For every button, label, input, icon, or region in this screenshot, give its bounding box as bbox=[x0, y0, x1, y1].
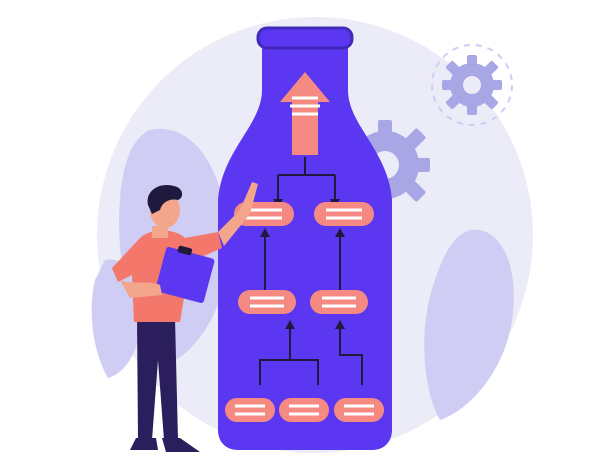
arrowhead-icon bbox=[260, 199, 345, 329]
flowchart-node bbox=[310, 290, 368, 314]
person bbox=[112, 182, 258, 452]
arrow-up-icon bbox=[280, 72, 330, 155]
person-hand bbox=[120, 280, 162, 298]
gear-icon bbox=[442, 55, 502, 115]
bottle bbox=[218, 44, 392, 450]
flowchart-node bbox=[314, 202, 374, 226]
flowchart-node bbox=[238, 290, 296, 314]
person-shoe bbox=[162, 438, 200, 452]
gear-orbit bbox=[431, 44, 513, 126]
flowchart-connectors bbox=[259, 157, 363, 385]
flowchart-node bbox=[334, 398, 384, 422]
person-neck bbox=[152, 226, 168, 238]
flowchart-node bbox=[279, 398, 329, 422]
bottle-cap bbox=[256, 26, 354, 50]
person-arm-pointing bbox=[218, 182, 258, 246]
person-shoe bbox=[130, 438, 158, 450]
leaf-icon bbox=[424, 229, 514, 420]
clipboard-icon bbox=[155, 245, 215, 304]
person-leg bbox=[137, 318, 178, 440]
person-hair bbox=[147, 184, 183, 214]
flowchart-node bbox=[225, 398, 275, 422]
